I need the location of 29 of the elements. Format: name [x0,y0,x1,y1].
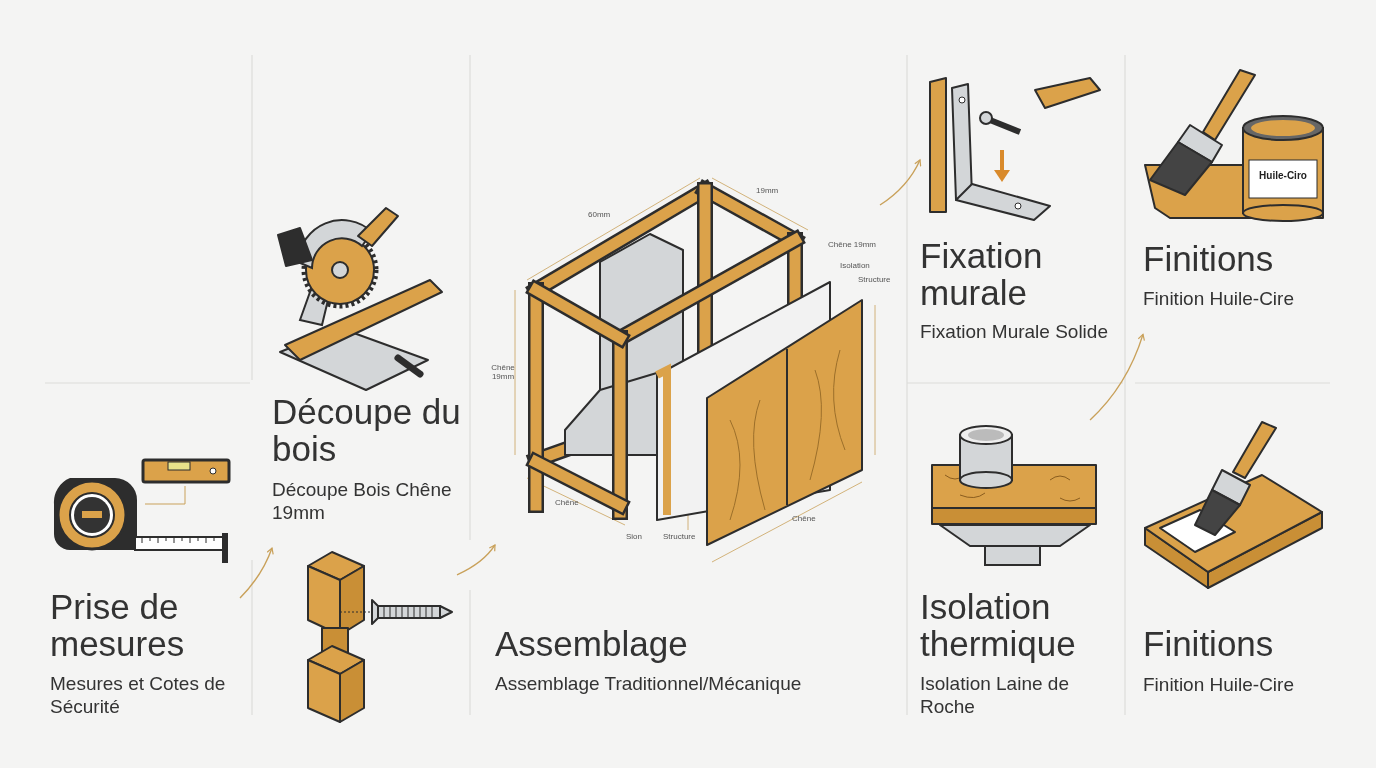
step-title: Découpe du bois [272,393,462,467]
dimension-label: Chêne [792,514,816,523]
dimension-label: Structure [858,275,891,284]
arrow [879,159,922,206]
step-title: Finitions [1143,625,1275,662]
step-description: Finition Huile-Cire [1143,673,1295,696]
arrow [239,547,274,599]
dimension-label: Chêne 19mm [828,240,877,249]
step-description: Mesures et Cotes de Sécurité [50,672,227,718]
arrow [1089,333,1145,421]
dimension-label: Isolation [840,261,870,270]
dimension-label: Chêne [555,498,579,507]
can-label: Huile-Ciro [1258,170,1308,182]
dimension-label: 19mm [756,186,779,195]
step-title: Prise de mesures [50,588,186,662]
step-description: Finition Huile-Cire [1143,287,1295,310]
step-description: Fixation Murale Solide [920,320,1109,343]
step-title: Assemblage [495,625,689,662]
dimension-label: Sion [626,532,642,541]
dimension-label: 60mm [588,210,611,219]
step-description: Isolation Laine de Roche [920,672,1070,718]
dimension-label: Structure [663,532,696,541]
step-description: Découpe Bois Chêne 19mm [272,478,453,524]
step-title: Fixation murale [920,237,1044,311]
step-description: Assemblage Traditionnel/Mécanique [495,672,803,695]
arrow [456,544,496,576]
step-title: Isolation thermique [920,588,1077,662]
step-title: Finitions [1143,240,1275,277]
dimension-label: Chêne 19mm [490,363,516,381]
